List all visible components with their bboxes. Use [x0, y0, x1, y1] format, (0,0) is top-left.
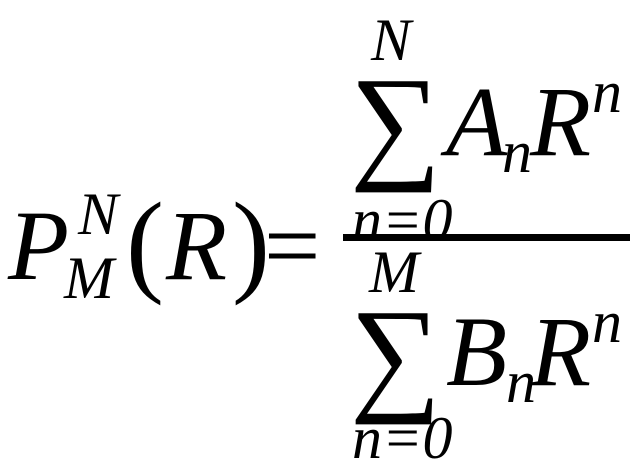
denominator-sum-symbol: ∑: [350, 283, 442, 425]
numerator-coefficient-index: n: [502, 119, 532, 185]
numerator-variable: R: [530, 66, 592, 177]
denominator-variable: R: [530, 296, 592, 407]
denominator-exponent: n: [592, 289, 622, 355]
lhs-function-symbol: P: [8, 190, 70, 301]
equals-sign: =: [264, 190, 321, 301]
lhs-subscript: M: [64, 245, 114, 311]
lhs-argument: R: [166, 190, 228, 301]
lhs-superscript: N: [78, 181, 119, 247]
numerator-coefficient: A: [446, 66, 508, 177]
denominator-lower-limit: n=0: [352, 405, 453, 471]
numerator-upper-limit: N: [371, 7, 412, 73]
fraction-bar: [343, 234, 630, 241]
denominator-upper-limit: M: [369, 239, 419, 305]
denominator-coefficient: B: [446, 296, 508, 407]
numerator-sum-symbol: ∑: [350, 51, 442, 193]
denominator-coefficient-index: n: [506, 349, 536, 415]
lhs-open-paren: (: [126, 179, 164, 306]
lhs-close-paren: ): [232, 179, 270, 306]
numerator-exponent: n: [592, 59, 622, 125]
